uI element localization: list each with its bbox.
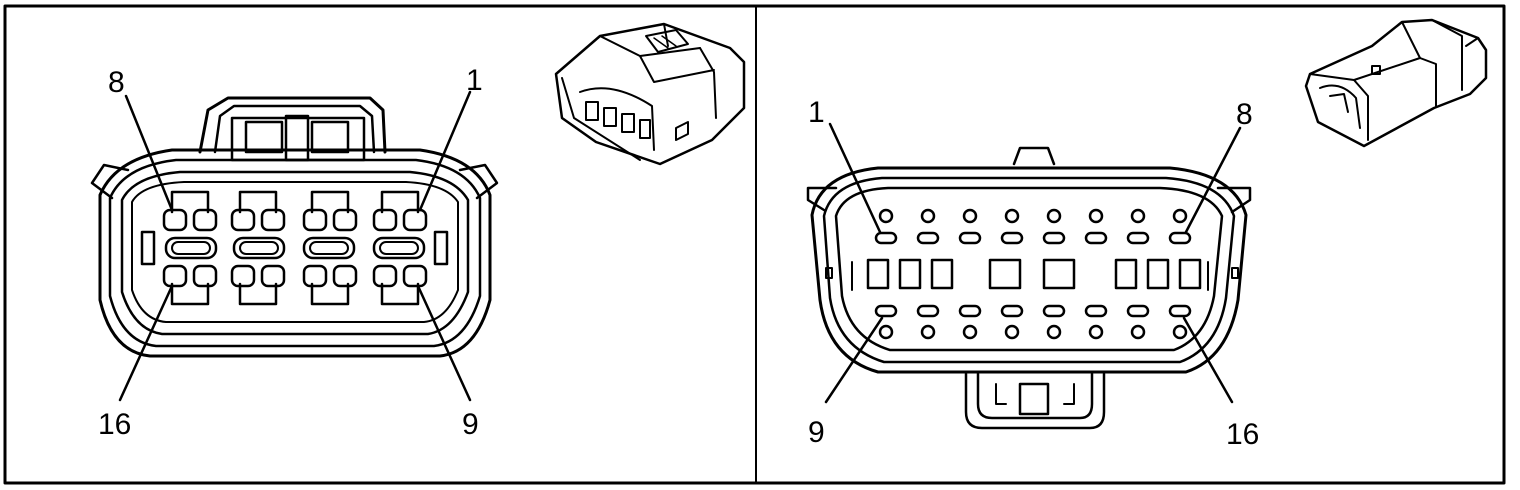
right-label-top-right: 8: [1236, 98, 1253, 131]
left-center-slots: [164, 236, 426, 260]
left-connector-face: [90, 90, 499, 402]
outer-frame: [3, 4, 1506, 485]
left-top-latch: [198, 96, 387, 154]
left-label-top-left: 8: [108, 66, 125, 99]
right-bottom-latch: [964, 372, 1106, 430]
left-label-bottom-left: 16: [98, 408, 131, 441]
left-cavities-bottom: [162, 264, 428, 306]
left-connector-thumbnail: [554, 22, 746, 166]
left-cavities-top: [162, 190, 428, 232]
right-connector-thumbnail: [1304, 18, 1488, 148]
right-housing-outer: [810, 166, 1248, 374]
right-center-blocks: [851, 258, 1209, 291]
left-housing-outer: [98, 148, 492, 358]
left-label-bottom-right: 9: [462, 408, 479, 441]
right-label-bottom-right: 16: [1226, 418, 1259, 451]
right-connector-face: [806, 122, 1252, 430]
left-label-top-right: 1: [466, 64, 483, 97]
right-pins-top: [874, 208, 1192, 245]
right-label-top-left: 1: [808, 96, 825, 129]
right-pins-bottom: [874, 304, 1192, 340]
right-label-bottom-left: 9: [808, 416, 825, 449]
